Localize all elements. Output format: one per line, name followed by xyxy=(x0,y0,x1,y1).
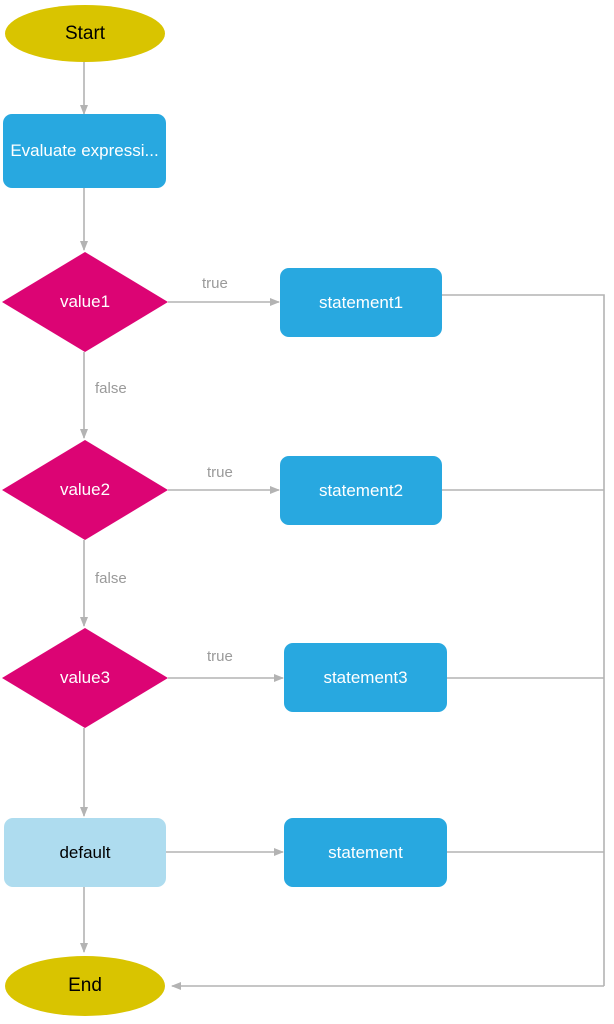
node-evaluate-expression-label: Evaluate expressi... xyxy=(10,141,159,160)
node-decision-value2-label: value2 xyxy=(59,480,111,499)
edge-statement1-to-bus xyxy=(442,294,605,986)
node-decision-value3[interactable]: value3 xyxy=(2,628,168,728)
node-default-label: default xyxy=(59,842,111,862)
edge-label-value1-true: true xyxy=(202,275,228,292)
node-decision-value2[interactable]: value2 xyxy=(2,440,168,540)
node-end[interactable]: End xyxy=(5,956,165,1016)
node-statement3-label: statement3 xyxy=(323,667,408,687)
node-statement3[interactable]: statement3 xyxy=(284,643,447,712)
edge-label-value3-true: true xyxy=(207,648,233,665)
node-statement2[interactable]: statement2 xyxy=(280,456,442,525)
node-statement1[interactable]: statement1 xyxy=(280,268,442,337)
edge-label-value2-true: true xyxy=(207,464,233,481)
node-start-label: Start xyxy=(64,22,106,44)
node-default[interactable]: default xyxy=(4,818,166,887)
node-end-label: End xyxy=(68,975,102,996)
node-decision-value3-label: value3 xyxy=(59,668,111,687)
node-start[interactable]: Start xyxy=(5,5,165,62)
node-statement-label: statement xyxy=(328,842,403,862)
node-evaluate-expression[interactable]: Evaluate expressi... xyxy=(3,114,166,188)
node-statement2-label: statement2 xyxy=(318,480,404,500)
edge-label-value1-false: false xyxy=(95,380,127,397)
edge-label-value2-false: false xyxy=(95,570,127,587)
node-decision-value1[interactable]: value1 xyxy=(2,252,168,352)
node-statement[interactable]: statement xyxy=(284,818,447,887)
node-decision-value1-label: value1 xyxy=(59,292,111,311)
node-statement1-label: statement1 xyxy=(318,292,404,312)
